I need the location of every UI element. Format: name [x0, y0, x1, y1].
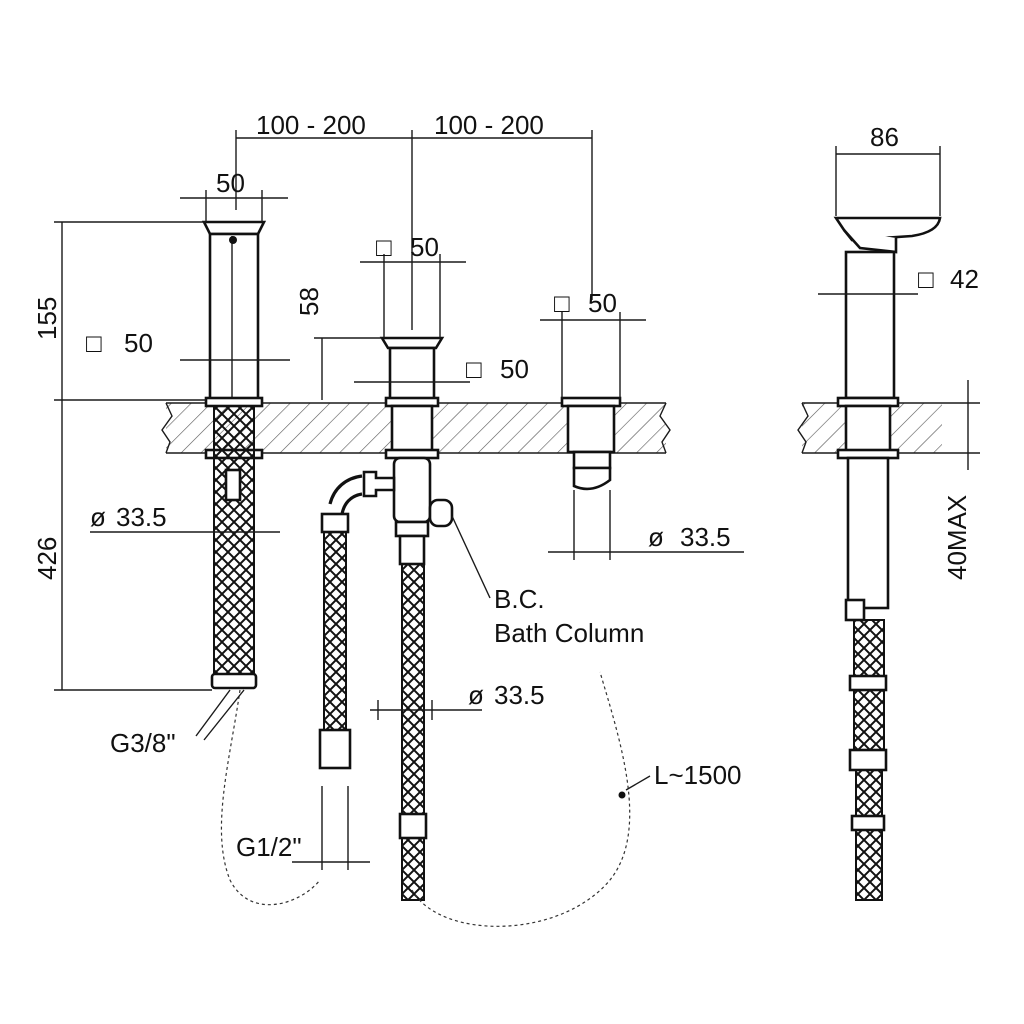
- label-column-square-top: 50: [410, 232, 439, 262]
- label-bc-long: Bath Column: [494, 618, 644, 648]
- hose-outline: [220, 689, 321, 906]
- label-side-square: 42: [950, 264, 979, 294]
- label-dia-left: 33.5: [116, 502, 167, 532]
- label-connection-large: G1/2": [236, 832, 302, 862]
- label-hose-length: L~1500: [654, 760, 741, 790]
- square-symbol-column-top: □: [376, 232, 392, 262]
- label-dia-center: 33.5: [494, 680, 545, 710]
- diameter-symbol-right: ø: [648, 522, 664, 552]
- diameter-symbol-left: ø: [90, 502, 106, 532]
- diameter-symbol-center: ø: [468, 680, 484, 710]
- label-lever-width: 50: [216, 168, 245, 198]
- label-connection-small: G3/8": [110, 728, 176, 758]
- label-bc-short: B.C.: [494, 584, 545, 614]
- bath-column: [318, 336, 454, 901]
- label-spout-square: 50: [588, 288, 617, 318]
- left-mixer: [201, 220, 267, 690]
- label-spacing-left: 100 - 200: [256, 110, 366, 140]
- label-column-square-mid: 50: [500, 354, 529, 384]
- square-symbol-left: □: [86, 328, 102, 358]
- label-hose-length-left: 426: [32, 537, 62, 580]
- dimension-labels: 100 - 200 100 - 200 50 155 426 □ 50 □ 50…: [32, 110, 979, 862]
- side-view-mixer: [833, 216, 942, 901]
- label-side-width: 86: [870, 122, 899, 152]
- label-body-height: 155: [32, 297, 62, 340]
- square-symbol-side: □: [918, 264, 934, 294]
- spout: [560, 396, 622, 491]
- square-symbol-spout: □: [554, 288, 570, 318]
- square-symbol-column-mid: □: [466, 354, 482, 384]
- label-column-height: 58: [294, 287, 324, 316]
- deck-section: [161, 402, 942, 454]
- label-spacing-right: 100 - 200: [434, 110, 544, 140]
- hose-loop: [411, 671, 631, 927]
- label-dia-right: 33.5: [680, 522, 731, 552]
- label-deck-thickness: 40MAX: [942, 495, 972, 580]
- dimension-lines: [54, 130, 980, 870]
- label-square-left: 50: [124, 328, 153, 358]
